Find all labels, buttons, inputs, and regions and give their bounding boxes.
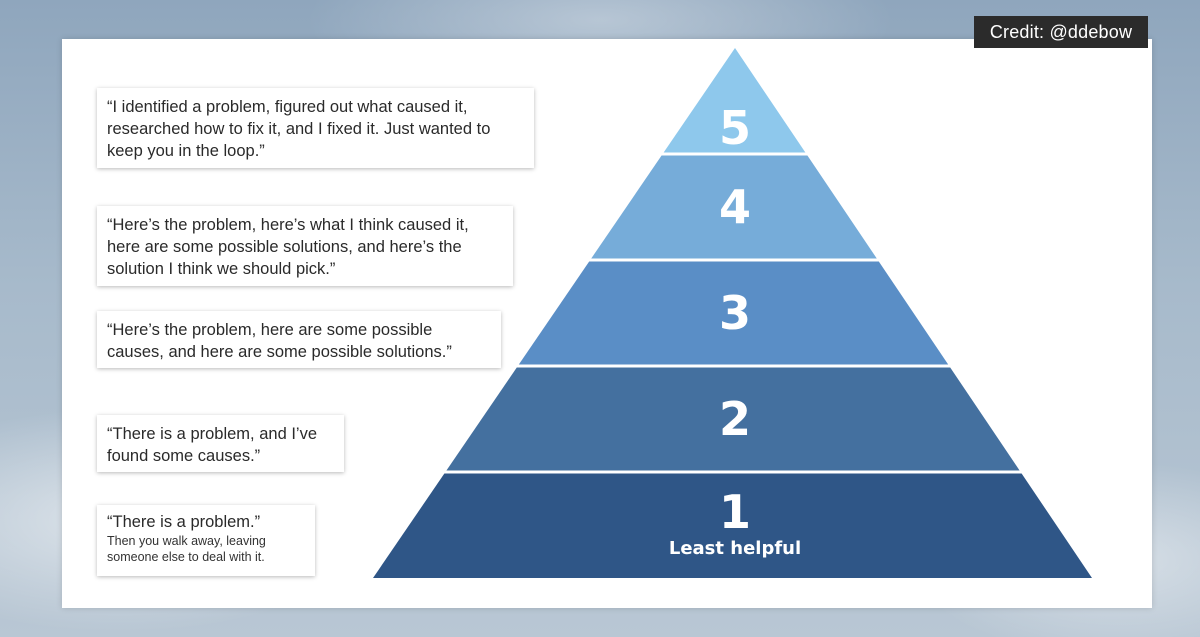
pyramid-tier-4 bbox=[591, 155, 877, 259]
quote-text: “There is a problem.” bbox=[107, 513, 261, 531]
pyramid-tier-1 bbox=[373, 473, 1092, 578]
tier-number: 3 bbox=[719, 286, 751, 340]
credit-badge: Credit: @ddebow bbox=[974, 16, 1148, 48]
pyramid-tier-3 bbox=[518, 261, 949, 365]
quote-level-2: “There is a problem, and I’ve found some… bbox=[97, 415, 344, 472]
tier-number: 5 bbox=[719, 101, 751, 155]
tier-label: Least helpful bbox=[669, 538, 801, 559]
quote-level-4: “Here’s the problem, here’s what I think… bbox=[97, 206, 513, 286]
pyramid-tier-5 bbox=[663, 48, 806, 153]
pyramid-tiers: 5Most helpful4321Least helpful bbox=[373, 48, 1092, 578]
pyramid-tier-2 bbox=[446, 367, 1020, 471]
quote-level-5: “I identified a problem, figured out wha… bbox=[97, 88, 534, 168]
quote-level-3: “Here’s the problem, here are some possi… bbox=[97, 311, 501, 368]
quote-text: “Here’s the problem, here’s what I think… bbox=[107, 216, 469, 278]
quote-text: “There is a problem, and I’ve found some… bbox=[107, 425, 318, 465]
tier-number: 1 bbox=[719, 485, 751, 539]
quote-text: “I identified a problem, figured out wha… bbox=[107, 98, 491, 160]
quote-subtext: Then you walk away, leaving someone else… bbox=[107, 534, 266, 564]
tier-number: 2 bbox=[719, 392, 751, 446]
tier-number: 4 bbox=[719, 180, 751, 234]
quote-text: “Here’s the problem, here are some possi… bbox=[107, 321, 452, 361]
quote-level-1: “There is a problem.” Then you walk away… bbox=[97, 505, 315, 576]
